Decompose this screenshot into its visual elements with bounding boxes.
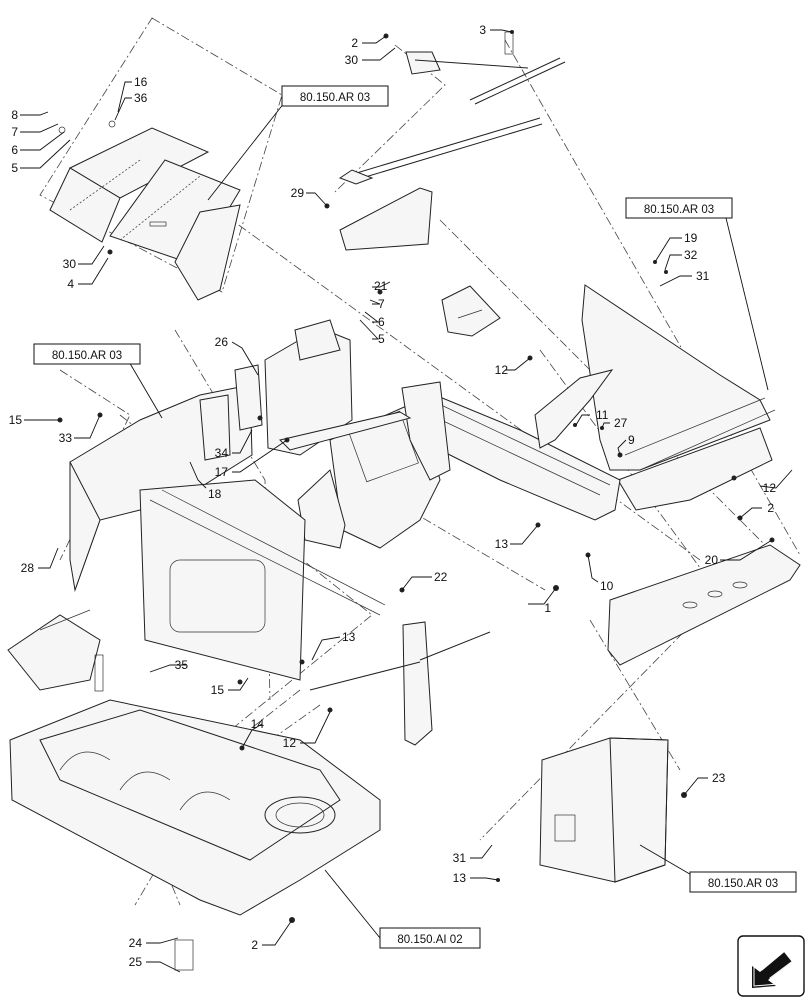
leader-lines — [20, 29, 793, 973]
callout: 5 — [11, 161, 18, 175]
reference-box[interactable]: 80.150.AR 03 — [625, 197, 733, 219]
reference-label: 80.150.AR 03 — [52, 350, 122, 362]
callout: 15 — [9, 413, 23, 427]
callout: 20 — [705, 553, 719, 567]
callout: 12 — [763, 481, 777, 495]
top-cover-panels — [49, 120, 241, 301]
callout: 16 — [134, 75, 148, 89]
callout: 36 — [134, 91, 148, 105]
callout: 8 — [11, 108, 18, 122]
reference-label: 80.150.AR 03 — [708, 878, 778, 890]
reference-label: 80.150.AR 03 — [300, 92, 370, 104]
reference-box[interactable]: 80.150.AI 02 — [379, 927, 481, 949]
callout: 1 — [544, 601, 551, 615]
callout: 29 — [291, 186, 305, 200]
callout: 13 — [342, 630, 356, 644]
reference-box[interactable]: 80.150.AR 03 — [689, 871, 797, 893]
callout: 31 — [696, 269, 710, 283]
callout: 27 — [614, 416, 628, 430]
reference-label: 80.150.AR 03 — [644, 204, 714, 216]
callout: 19 — [684, 231, 698, 245]
callout: 12 — [283, 736, 297, 750]
callout: 18 — [208, 487, 222, 501]
callout: 3 — [479, 23, 486, 37]
callout: 30 — [345, 53, 359, 67]
callout: 2 — [767, 501, 774, 515]
next-page-arrow-icon[interactable] — [737, 935, 805, 997]
callout: 13 — [453, 871, 467, 885]
reference-box[interactable]: 80.150.AR 03 — [33, 343, 141, 365]
callout: 33 — [59, 431, 73, 445]
callout: 32 — [684, 248, 698, 262]
callout: 31 — [453, 851, 467, 865]
reference-box[interactable]: 80.150.AR 03 — [281, 85, 389, 107]
lower-chassis — [7, 609, 381, 916]
callout: 22 — [434, 570, 448, 584]
callout: 2 — [251, 938, 258, 952]
right-lower-components — [309, 544, 801, 883]
callout: 25 — [129, 955, 143, 969]
callout: 24 — [129, 936, 143, 950]
callout: 12 — [495, 363, 509, 377]
callout: 21 — [374, 279, 388, 293]
callout: 11 — [596, 408, 609, 422]
reference-label: 80.150.AI 02 — [397, 934, 462, 946]
callout: 26 — [215, 335, 229, 349]
callout: 34 — [215, 446, 229, 460]
callout: 7 — [378, 297, 385, 311]
center-side-panels — [264, 319, 451, 549]
callout: 2 — [351, 36, 358, 50]
callout: 23 — [712, 771, 726, 785]
callout: 10 — [600, 579, 614, 593]
callout: 4 — [67, 277, 74, 291]
callout: 15 — [211, 683, 225, 697]
central-frame — [417, 285, 621, 521]
reference-boxes: 80.150.AR 03 80.150.AR 03 80.150.AR 03 8… — [33, 85, 797, 949]
callout: 17 — [215, 465, 229, 479]
callout: 35 — [175, 658, 189, 672]
callout: 6 — [378, 315, 385, 329]
callout: 14 — [251, 717, 265, 731]
callout: 7 — [11, 125, 18, 139]
callout: 13 — [495, 537, 509, 551]
right-upper-panel — [581, 284, 776, 511]
callout: 9 — [628, 433, 635, 447]
callout-labels: 1 2 2 2 3 4 5 5 6 6 7 7 8 9 10 11 12 12 … — [9, 23, 777, 969]
callout: 30 — [63, 257, 77, 271]
callout: 28 — [21, 561, 35, 575]
left-cab-panels — [69, 364, 386, 681]
callout: 5 — [378, 332, 385, 346]
callout: 6 — [11, 143, 18, 157]
top-rod-assembly — [338, 31, 566, 251]
